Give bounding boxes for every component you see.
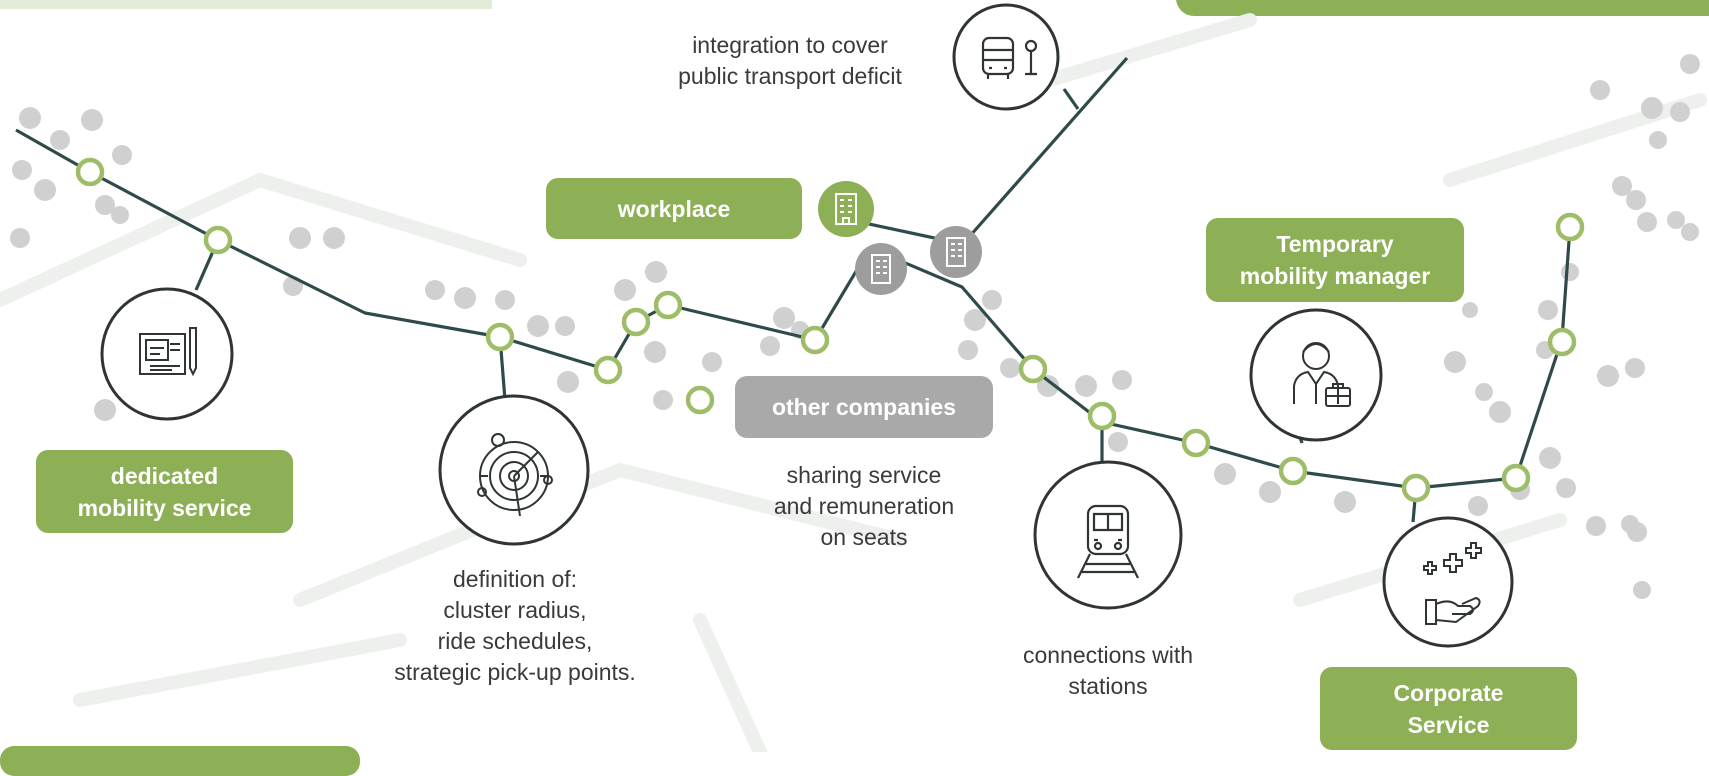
manager-node xyxy=(1249,308,1383,442)
public-transport-caption: integration to cover public transport de… xyxy=(678,32,902,89)
other-companies-label: other companies xyxy=(735,376,993,438)
top-right-banner xyxy=(1176,0,1709,16)
company-building-marker xyxy=(930,226,982,278)
corporate-service-label: Corporate Service xyxy=(1320,667,1577,750)
stations-caption: connections with stations xyxy=(1022,642,1194,699)
care-hand-icon xyxy=(1423,542,1482,625)
top-left-band xyxy=(0,0,492,9)
company-building-marker xyxy=(855,243,907,295)
building-icon xyxy=(835,193,857,225)
route-stops xyxy=(75,157,1585,503)
definition-caption: definition of: cluster radius, ride sche… xyxy=(394,566,636,685)
blueprint-node xyxy=(100,287,234,421)
train-node xyxy=(1033,460,1183,610)
radar-node xyxy=(438,394,590,546)
building-icon xyxy=(871,254,891,284)
building-markers xyxy=(818,181,982,295)
train-icon xyxy=(1077,504,1139,579)
blueprint-icon xyxy=(139,327,197,377)
radar-icon xyxy=(477,433,553,517)
workplace-building-marker xyxy=(818,181,874,237)
care-node xyxy=(1382,516,1514,648)
temporary-mobility-manager-label: Temporary mobility manager xyxy=(1206,218,1464,302)
bus-stop-icon xyxy=(981,36,1038,79)
building-icon xyxy=(946,237,966,267)
sharing-service-caption: sharing service and remuneration on seat… xyxy=(773,462,955,550)
manager-icon xyxy=(1293,342,1351,407)
dedicated-mobility-service-label: dedicated mobility service xyxy=(36,450,293,533)
bus-stop-node xyxy=(952,3,1060,111)
route-map xyxy=(0,3,1707,752)
workplace-label: workplace xyxy=(546,178,802,239)
background-dots xyxy=(10,54,1700,599)
